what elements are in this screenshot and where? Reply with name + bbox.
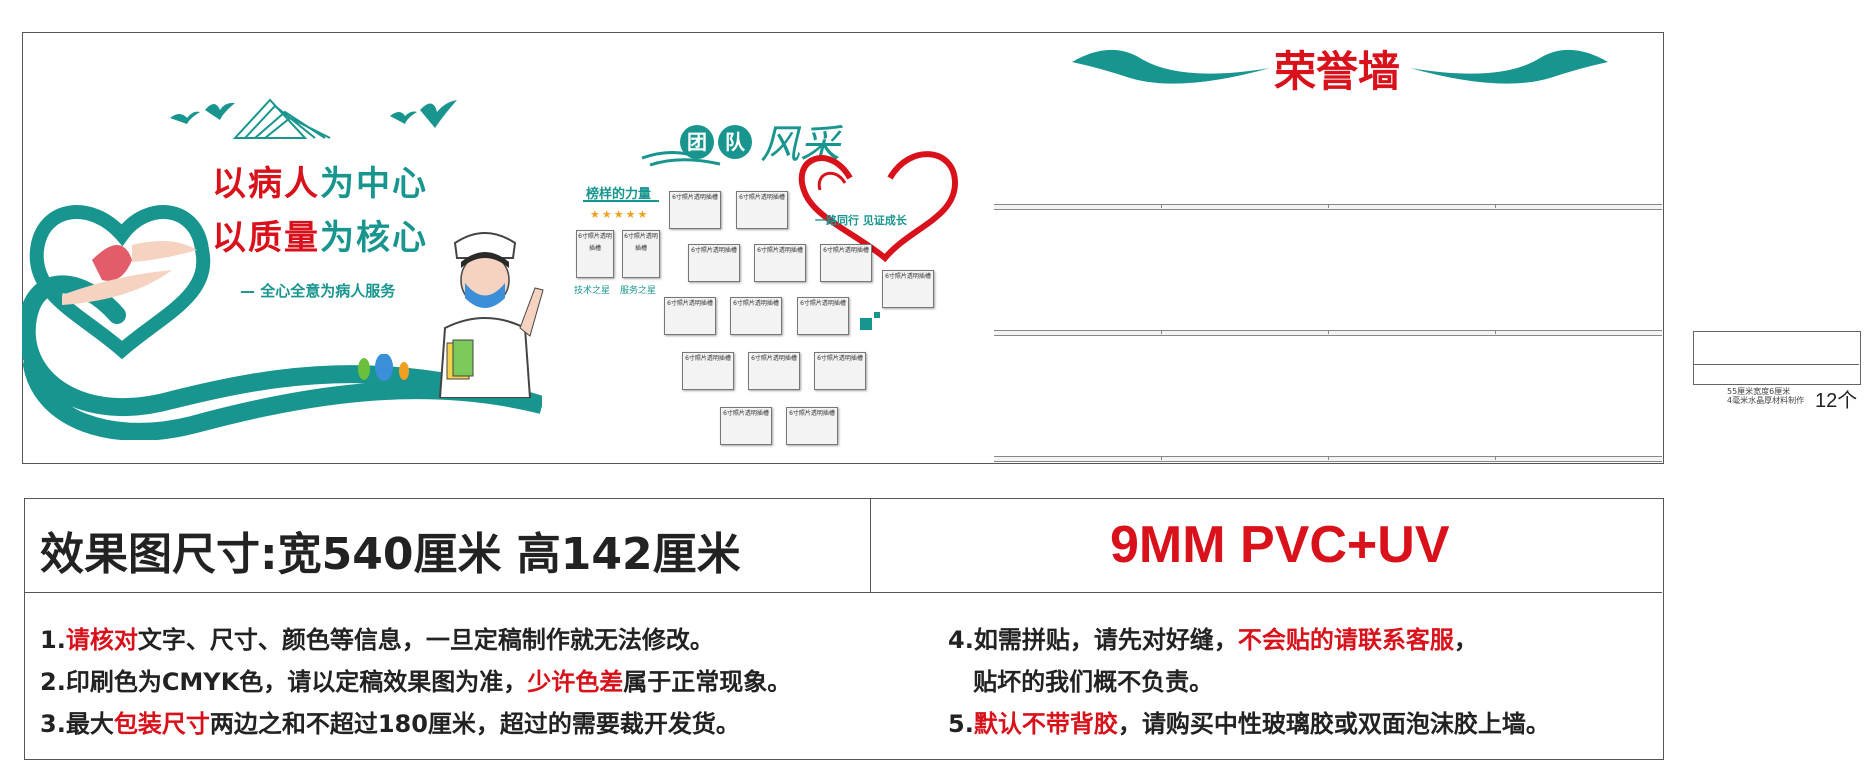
photo-slot: 6寸照片透明插槽 [688, 244, 740, 282]
photo-slot: 6寸照片透明插槽 [682, 352, 734, 390]
note-3: 3.最大包装尺寸两边之和不超过180厘米，超过的需要裁开发货。 [40, 704, 740, 739]
photo-slot: 6寸照片透明插槽 [754, 244, 806, 282]
photo-slot: 6寸照片透明插槽 [786, 407, 838, 445]
role-model-title: 榜样的力量 [586, 187, 652, 202]
decor-square [860, 318, 872, 330]
birds-mountains-icon [170, 98, 457, 139]
shelf-divider [1328, 204, 1329, 208]
slogan-line-1-red: 以病人 [212, 164, 320, 204]
shelf-detail-box [1693, 331, 1861, 385]
plants-icon [358, 354, 409, 381]
slogan-line-1: 以病人为中心 [212, 156, 428, 205]
photo-slot: 6寸照片透明插槽 [669, 191, 721, 229]
heart-caption: 一路同行 见证成长 [815, 214, 907, 227]
shelf-detail-line [1693, 364, 1859, 365]
shelf-divider [1495, 204, 1496, 208]
note-5-highlight: 默认不带背胶 [973, 710, 1118, 738]
note-2: 2.印刷色为CMYK色，请以定稿效果图为准，少许色差属于正常现象。 [40, 662, 791, 697]
shelf-detail-note-2: 4毫米水晶厚材料制作 [1727, 396, 1805, 405]
note-3-post: 两边之和不超过180厘米，超过的需要裁开发货。 [209, 710, 740, 738]
spec-table-vdivider [870, 498, 871, 592]
role-model-underline [583, 200, 659, 202]
decor-square-small [874, 312, 880, 318]
shelf-divider [1328, 456, 1329, 460]
star-label-service: 服务之星 [620, 286, 657, 296]
photo-slot: 6寸照片透明插槽 [720, 407, 772, 445]
note-3-pre: 3.最大 [40, 710, 114, 738]
shelf-detail-notes: 55厘米宽度6厘米 4毫米水晶厚材料制作 [1727, 387, 1804, 405]
shelf-divider [1328, 330, 1329, 334]
heart-outline-icon [798, 151, 959, 263]
photo-slot: 6寸照片透明插槽 [797, 297, 849, 335]
size-label: 效果图尺寸:宽540厘米 高142厘米 [40, 529, 741, 580]
shelf-divider [1495, 330, 1496, 334]
shelf-detail-note-1: 55厘米宽度6厘米 [1727, 387, 1791, 396]
photo-slot: 6寸照片透明插槽 [664, 297, 716, 335]
nurse-illustration [438, 232, 544, 398]
slogan-line-2: 以质量为核心 [212, 210, 428, 259]
photo-slot: 6寸照片透明插槽 [748, 352, 800, 390]
note-2-highlight: 少许色差 [527, 668, 624, 696]
honor-wall-title: 荣誉墙 [1274, 47, 1401, 96]
note-1-pre: 1. [40, 626, 66, 654]
note-4-cont-text: 贴坏的我们概不负责。 [948, 668, 1214, 696]
note-1: 1.请核对文字、尺寸、颜色等信息，一旦定稿制作就无法修改。 [40, 620, 714, 655]
shelf-divider [1161, 456, 1162, 460]
material-label: 9MM PVC+UV [1110, 516, 1450, 574]
spec-table-hdivider [24, 592, 1662, 593]
note-4: 4.如需拼贴，请先对好缝，不会贴的请联系客服， [948, 620, 1478, 655]
note-1-highlight: 请核对 [65, 626, 138, 654]
star-label-tech: 技术之星 [574, 286, 611, 296]
shelf-count: 12个 [1815, 390, 1858, 412]
star-photo-slot: 6寸照片透明插槽 [622, 230, 660, 278]
rating-stars-icon: ★★★★★ [590, 208, 650, 221]
team-title-char-1: 团 [680, 125, 714, 159]
photo-slot: 6寸照片透明插槽 [820, 244, 872, 282]
photo-slot: 6寸照片透明插槽 [814, 352, 866, 390]
star-photo-slot: 6寸照片透明插槽 [576, 230, 614, 278]
shelf-divider [1161, 204, 1162, 208]
slogan-line-1-teal: 为中心 [320, 164, 428, 204]
shelf-divider [1161, 330, 1162, 334]
photo-slot: 6寸照片透明插槽 [736, 191, 788, 229]
honor-wall-banner [1072, 49, 1608, 84]
note-2-pre: 2.印刷色为CMYK色，请以定稿效果图为准， [40, 668, 528, 696]
note-5-pre: 5. [948, 710, 974, 738]
note-3-highlight: 包装尺寸 [113, 710, 210, 738]
note-2-post: 属于正常现象。 [623, 668, 792, 696]
photo-slot: 6寸照片透明插槽 [730, 297, 782, 335]
slogan-line-2-red: 以质量 [212, 218, 320, 258]
photo-slot: 6寸照片透明插槽 [882, 270, 934, 308]
slogan-line-2-teal: 为核心 [320, 218, 428, 258]
note-1-post: 文字、尺寸、颜色等信息，一旦定稿制作就无法修改。 [137, 626, 714, 654]
note-5-post: ，请购买中性玻璃胶或双面泡沫胶上墙。 [1117, 710, 1550, 738]
note-4-cont: 贴坏的我们概不负责。 [948, 662, 1213, 697]
note-5: 5.默认不带背胶，请购买中性玻璃胶或双面泡沫胶上墙。 [948, 704, 1550, 739]
team-title-badges: 团 队 [680, 125, 752, 159]
note-4-post: ， [1453, 626, 1478, 654]
note-4-highlight: 不会贴的请联系客服 [1237, 626, 1454, 654]
sub-slogan: — 全心全意为病人服务 [240, 282, 396, 300]
note-4-pre: 4.如需拼贴，请先对好缝， [948, 626, 1238, 654]
team-title-char-2: 队 [718, 125, 752, 159]
sub-slogan-text: 全心全意为病人服务 [260, 282, 396, 300]
shelf-divider [1495, 456, 1496, 460]
